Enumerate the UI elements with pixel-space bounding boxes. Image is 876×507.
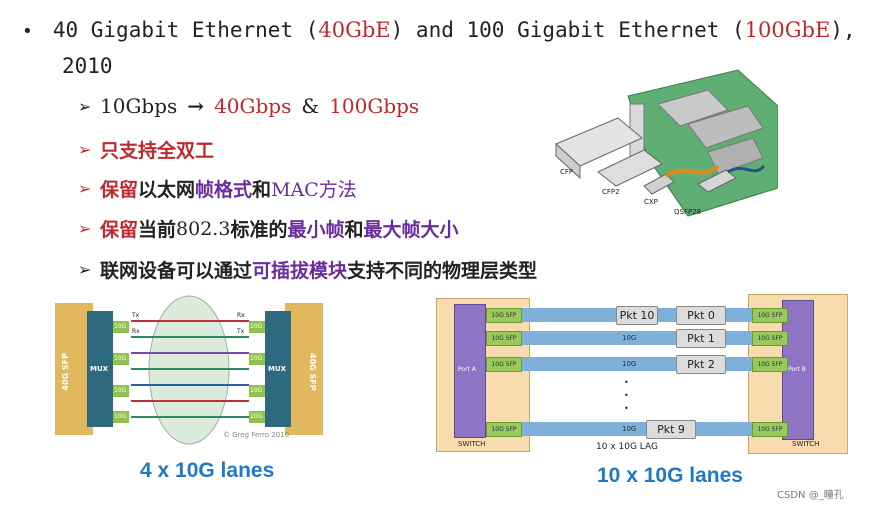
arrowhead-icon: ➢ xyxy=(78,219,92,238)
lane-label: 10G xyxy=(114,323,127,330)
sub-bullet-speeds: ➢ 10Gbps → 40Gbps & 100Gbps xyxy=(78,94,420,118)
lane-label: 10G xyxy=(622,425,637,433)
ellipsis-dots: • • • xyxy=(624,378,629,413)
right-caption: 10 x 10G lanes xyxy=(597,464,743,487)
sfp-a: 10G SFP xyxy=(486,308,522,323)
module-label-qsfp28: QSFP28 xyxy=(674,208,702,216)
packet: Pkt 1 xyxy=(676,329,726,348)
lane-label: 10G xyxy=(250,323,263,330)
sub-bullet-modules: ➢ 联网设备可以通过可插拔模块支持不同的物理层类型 xyxy=(78,260,538,282)
right-diagram-lag: Port A Port B SWITCH SWITCH 10G SFP 10G … xyxy=(436,294,848,454)
pluggable-modules-illustration: CFP CFP2 CXP QSFP28 xyxy=(548,66,779,226)
lane-label: 10G xyxy=(250,413,263,420)
switch-a-label: SWITCH xyxy=(458,440,486,448)
lane-label: 10G xyxy=(114,413,127,420)
rx-label: Rx xyxy=(132,328,140,335)
arrowhead-icon: ➢ xyxy=(78,179,92,198)
left-side-label: 40G SFP xyxy=(61,353,70,391)
sfp-b: 10G SFP xyxy=(752,308,788,323)
watermark: CSDN @_瞳孔 xyxy=(777,490,844,501)
sfp-b: 10G SFP xyxy=(752,422,788,437)
lane-label: 10G xyxy=(250,387,263,394)
sfp-a: 10G SFP xyxy=(486,357,522,372)
arrowhead-icon: ➢ xyxy=(78,140,92,159)
sfp-b: 10G SFP xyxy=(752,357,788,372)
port-a-label: Port A xyxy=(458,366,476,373)
tx-label: Tx xyxy=(132,312,140,319)
mux-label-left: MUX xyxy=(90,365,109,373)
packet: Pkt 2 xyxy=(676,355,726,374)
sub-bullet-duplex: ➢ 只支持全双工 xyxy=(78,140,215,162)
packet: Pkt 10 xyxy=(616,306,658,325)
left-diagram-40g: 40G SFP 40G SFP MUX MUX 10G 10G 10G 10G … xyxy=(55,295,323,445)
packet: Pkt 9 xyxy=(646,420,696,439)
switch-b-label: SWITCH xyxy=(792,440,820,448)
module-label-cfp: CFP xyxy=(560,168,574,176)
arrowhead-icon: ➢ xyxy=(78,260,92,279)
sfp-a: 10G SFP xyxy=(486,331,522,346)
lane-label: 10G xyxy=(622,360,637,368)
lane-label: 10G xyxy=(114,387,127,394)
left-caption: 4 x 10G lanes xyxy=(140,459,275,482)
lag-label: 10 x 10G LAG xyxy=(596,442,658,452)
rx-label: Rx xyxy=(237,312,245,319)
credit: © Greg Ferro 2010 xyxy=(223,431,290,439)
mux-label-right: MUX xyxy=(268,365,287,373)
lane-label: 10G xyxy=(250,355,263,362)
port-b-label: Port B xyxy=(788,366,806,373)
port-a xyxy=(454,304,486,438)
bullet-1-year: 2010 xyxy=(62,54,113,78)
bullet-dot: • xyxy=(22,21,33,42)
module-label-cfp2: CFP2 xyxy=(602,188,620,196)
lane-label: 10G xyxy=(114,355,127,362)
sfp-b: 10G SFP xyxy=(752,331,788,346)
arrowhead-icon: ➢ xyxy=(78,96,92,116)
packet: Pkt 0 xyxy=(676,306,726,325)
module-label-cxp: CXP xyxy=(644,198,658,206)
right-side-label: 40G SFP xyxy=(308,353,317,391)
lane-label: 10G xyxy=(622,334,637,342)
sfp-a: 10G SFP xyxy=(486,422,522,437)
tx-label: Tx xyxy=(237,328,245,335)
bullet-1: •40 Gigabit Ethernet (40GbE) and 100 Gig… xyxy=(22,18,856,42)
